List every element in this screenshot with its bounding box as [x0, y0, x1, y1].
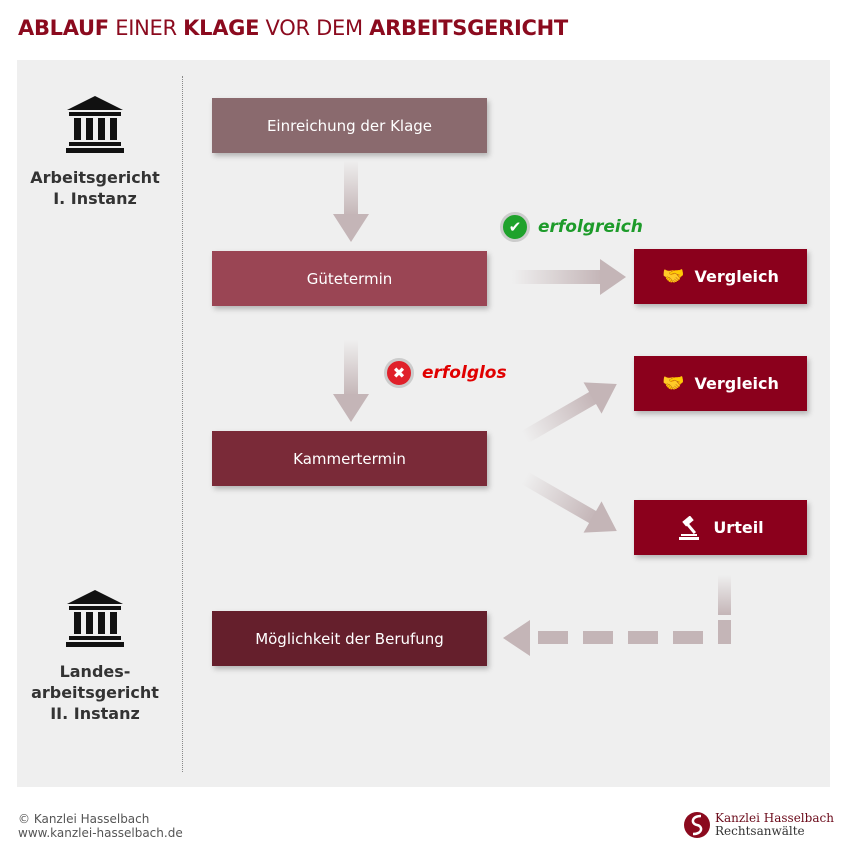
- step-kammertermin: Kammertermin: [212, 431, 487, 486]
- status-success: ✔erfolgreich: [500, 212, 643, 242]
- arrow-down-2: [333, 340, 369, 422]
- arrow-down-1: [333, 160, 369, 242]
- step-berufung: Möglichkeit der Berufung: [212, 611, 487, 666]
- divider: [182, 76, 183, 772]
- footer-url: www.kanzlei-hasselbach.de: [18, 826, 183, 840]
- outcome-urteil: Urteil: [634, 500, 807, 555]
- handshake-icon: 🤝: [662, 373, 685, 394]
- status-failure: ✖erfolglos: [384, 358, 507, 388]
- handshake-icon: 🤝: [662, 266, 685, 287]
- outcome-vergleich-2: 🤝Vergleich: [634, 356, 807, 411]
- check-icon: ✔: [500, 212, 530, 242]
- logo-mark-icon: [684, 812, 710, 838]
- arrow-diag-down: [521, 471, 617, 533]
- courthouse-icon: [66, 590, 124, 647]
- outcome-vergleich-1: 🤝Vergleich: [634, 249, 807, 304]
- step-einreichung: Einreichung der Klage: [212, 98, 487, 153]
- arrow-right-success: [512, 259, 626, 295]
- x-icon: ✖: [384, 358, 414, 388]
- step-guetetermin: Gütetermin: [212, 251, 487, 306]
- courthouse-icon: [66, 96, 124, 153]
- page-title: ABLAUF EINER KLAGE VOR DEM ARBEITSGERICH…: [18, 16, 568, 40]
- arrow-dashed-back: [503, 575, 731, 656]
- arrow-diag-up: [521, 382, 617, 444]
- gavel-icon: [679, 515, 700, 540]
